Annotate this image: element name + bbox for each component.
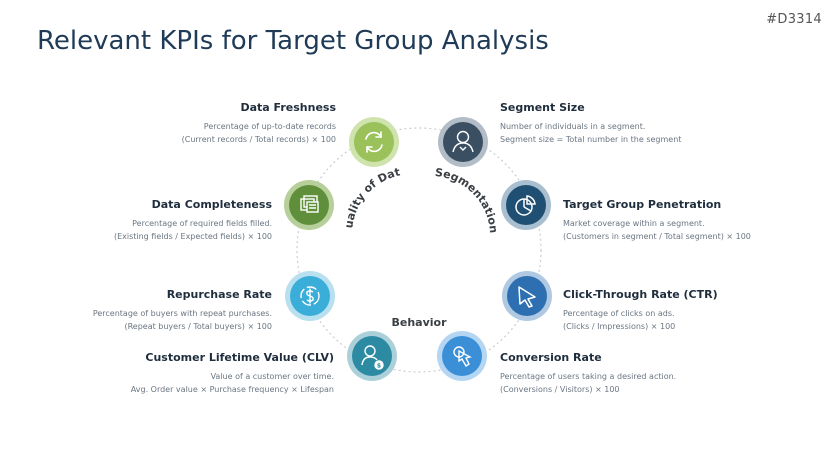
kpi-description: Percentage of buyers with repeat purchas…: [92, 309, 272, 318]
kpi-title: Data Freshness: [240, 101, 336, 114]
segment-size-node: [438, 117, 488, 167]
kpi-title: Data Completeness: [151, 198, 272, 211]
customer-lifetime-value-node: $: [347, 331, 397, 381]
group-label-segmentation: Segmentation: [434, 166, 500, 234]
cursor-icon: [518, 286, 536, 308]
kpi-description: Market coverage within a segment.: [563, 219, 705, 228]
person-icon: [452, 130, 474, 153]
connector-ring: [296, 127, 542, 373]
kpi-formula: (Clicks / Impressions) × 100: [563, 322, 676, 331]
kpi-description: Percentage of up-to-date records: [203, 122, 336, 131]
kpi-description: Percentage of clicks on ads.: [563, 309, 675, 318]
kpi-title: Segment Size: [500, 101, 585, 114]
kpi-data-freshness: Data Freshness Percentage of up-to-date …: [66, 101, 336, 146]
conversion-rate-node: [437, 331, 487, 381]
kpi-description: Number of individuals in a segment.: [500, 122, 646, 131]
kpi-description: Percentage of required fields filled.: [132, 219, 272, 228]
page-title: Relevant KPIs for Target Group Analysis: [37, 26, 549, 56]
kpi-formula: (Repeat buyers / Total buyers) × 100: [124, 322, 272, 331]
kpi-title: Repurchase Rate: [166, 288, 272, 301]
pie-chart-icon: [515, 195, 536, 216]
svg-text:$: $: [377, 363, 381, 370]
target-group-penetration-node: [501, 180, 551, 230]
kpi-title: Target Group Penetration: [563, 198, 722, 211]
kpi-customer-lifetime-value: Customer Lifetime Value (CLV) Value of a…: [64, 351, 334, 396]
kpi-title: Click-Through Rate (CTR): [563, 288, 718, 301]
kpi-target-group-penetration: Target Group Penetration Market coverage…: [563, 198, 833, 243]
kpi-formula: (Conversions / Visitors) × 100: [500, 385, 620, 394]
data-completeness-node: [284, 180, 334, 230]
data-freshness-node: [349, 117, 399, 167]
refresh-icon: [365, 131, 383, 153]
repurchase-rate-node: [285, 271, 335, 321]
dollar-cycle-icon: [300, 286, 320, 306]
kpi-formula: Segment size = Total number in the segme…: [500, 135, 682, 144]
click-through-rate-node: [502, 271, 552, 321]
kpi-formula: Avg. Order value × Purchase frequency × …: [130, 385, 334, 394]
person-coin-icon: [361, 345, 384, 370]
slide-id: #D3314: [766, 12, 822, 27]
kpi-formula: (Existing fields / Expected fields) × 10…: [113, 232, 272, 241]
kpi-repurchase-rate: Repurchase Rate Percentage of buyers wit…: [2, 288, 272, 333]
kpi-formula: (Customers in segment / Total segment) ×…: [563, 232, 751, 241]
group-label-behavior: Behavior: [391, 316, 447, 329]
folders-icon: [300, 195, 319, 213]
kpi-description: Percentage of users taking a desired act…: [500, 372, 677, 381]
kpi-segment-size: Segment Size Number of individuals in a …: [500, 101, 770, 146]
kpi-click-through-rate: Click-Through Rate (CTR) Percentage of c…: [563, 288, 833, 333]
kpi-conversion-rate: Conversion Rate Percentage of users taki…: [500, 351, 770, 396]
kpi-formula: (Current records / Total records) × 100: [181, 135, 336, 144]
kpi-title: Conversion Rate: [500, 351, 602, 364]
kpi-title: Customer Lifetime Value (CLV): [145, 351, 334, 364]
kpi-data-completeness: Data Completeness Percentage of required…: [2, 198, 272, 243]
hand-click-icon: [453, 346, 472, 367]
kpi-description: Value of a customer over time.: [210, 372, 334, 381]
